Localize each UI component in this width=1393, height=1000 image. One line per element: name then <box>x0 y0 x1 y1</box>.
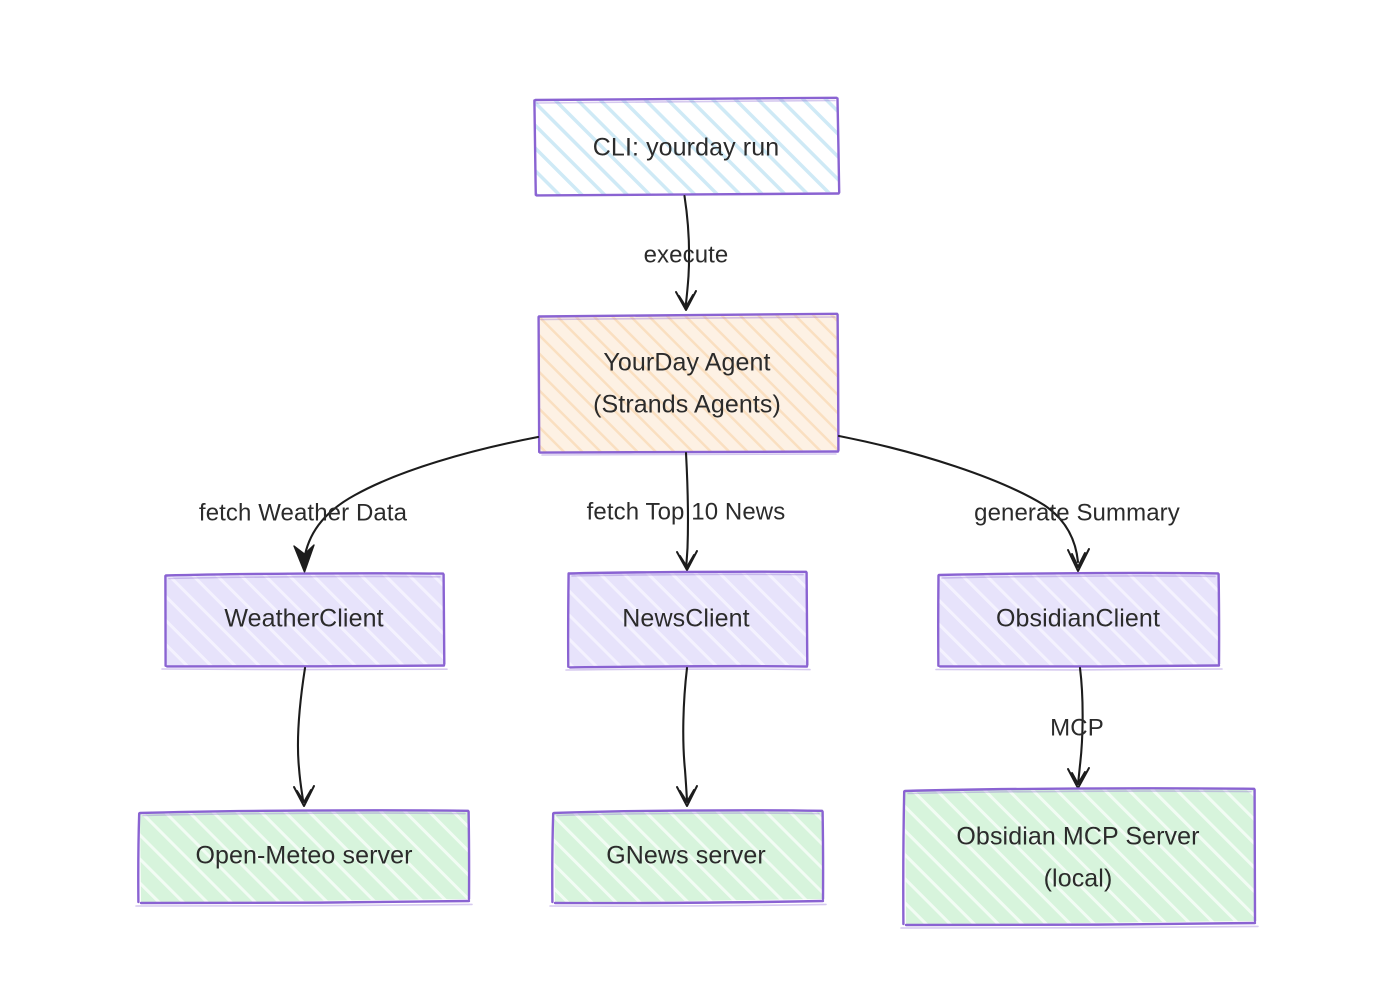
node-agent-border-top-ghost <box>540 316 836 321</box>
node-obsidian-client-border-bottom-ghost <box>935 668 1223 671</box>
node-obsidian-mcp-border-bottom <box>904 921 1257 927</box>
edge-cli-to-agent: execute <box>644 194 729 311</box>
node-news-client-border-bottom <box>568 664 809 669</box>
edge-label-execute: execute <box>644 241 729 268</box>
node-news-client-label: NewsClient <box>622 605 749 633</box>
edge-agent-to-obsidian-path <box>837 434 1080 564</box>
node-obsidian-client-label: ObsidianClient <box>996 605 1160 633</box>
node-weather-client-fill <box>166 573 444 667</box>
node-gnews-label: GNews server <box>606 842 766 870</box>
node-news-client-border-top-ghost <box>571 573 804 577</box>
node-cli-border-top-ghost <box>536 99 836 104</box>
node-gnews-server[interactable]: GNews server <box>549 809 827 907</box>
edge-cli-to-agent-path <box>683 194 691 307</box>
node-news-client-border-top <box>567 570 808 575</box>
node-weather-client-border-right <box>442 573 446 666</box>
node-open-meteo-border-bottom-ghost <box>135 903 473 907</box>
node-obsidian-mcp-label-line1: Obsidian MCP Server <box>956 823 1199 851</box>
edge-agent-to-obsidian-client: generate Summary <box>837 434 1180 572</box>
node-agent-border-left <box>537 315 541 454</box>
edge-news-to-gnews-path <box>682 666 689 802</box>
edge-label-fetch-top-10-news: fetch Top 10 News <box>587 498 786 525</box>
edge-obsidian-client-to-mcp-server: MCP <box>1050 666 1104 789</box>
node-weather-client-border-top <box>164 572 445 577</box>
edge-obsidian-to-mcp-arrow-2 <box>1071 771 1086 785</box>
edge-agent-to-weather-arrow <box>293 544 315 573</box>
edge-agent-to-weather-path <box>302 435 540 562</box>
node-open-meteo-border-top <box>138 809 470 815</box>
node-cli-label: CLI: yourday run <box>593 134 779 162</box>
node-obsidian-mcp-server[interactable]: Obsidian MCP Server (local) <box>900 787 1259 929</box>
node-cli-border-top <box>534 96 838 102</box>
edge-agent-to-obsidian-arrow-2 <box>1071 552 1086 568</box>
edge-label-mcp: MCP <box>1050 714 1104 741</box>
node-open-meteo-border-bottom <box>139 899 471 905</box>
edge-weather-client-to-open-meteo <box>293 666 315 807</box>
node-agent-border-top <box>537 312 839 318</box>
node-cli-fill <box>535 98 839 195</box>
edge-agent-to-obsidian-arrow <box>1067 548 1090 572</box>
edge-label-fetch-weather-data: fetch Weather Data <box>199 499 408 526</box>
node-obsidian-client-fill <box>939 573 1219 667</box>
edge-news-client-to-gnews <box>676 666 698 807</box>
node-agent[interactable]: YourDay Agent (Strands Agents) <box>537 312 840 456</box>
node-open-meteo-label: Open-Meteo server <box>195 842 412 870</box>
edge-cli-to-agent-arrow-2 <box>678 294 694 308</box>
node-obsidian-mcp-fill <box>905 788 1255 925</box>
node-cli-border-left <box>533 99 537 196</box>
node-agent-label-line1: YourDay Agent <box>603 349 770 377</box>
node-gnews-border-bottom-ghost <box>549 903 827 907</box>
node-open-meteo-border-top-ghost <box>142 812 466 817</box>
node-obsidian-mcp-label-line2: (local) <box>1044 865 1113 893</box>
edge-obsidian-to-mcp-path <box>1076 666 1084 786</box>
node-obsidian-mcp-border-top-ghost <box>907 790 1252 795</box>
node-gnews-border-top-ghost <box>556 812 820 817</box>
node-obsidian-client-border-top-ghost <box>941 575 1216 579</box>
node-weather-client[interactable]: WeatherClient <box>161 572 448 671</box>
edge-agent-to-news-client: fetch Top 10 News <box>587 451 786 571</box>
node-open-meteo-border-left <box>137 812 141 904</box>
node-agent-label-line2: (Strands Agents) <box>593 391 781 419</box>
node-obsidian-mcp-border-top <box>903 787 1256 793</box>
node-obsidian-client-border-bottom <box>938 664 1221 668</box>
node-cli-border-bottom <box>535 192 840 197</box>
edge-label-generate-summary: generate Summary <box>974 499 1180 526</box>
node-gnews-fill <box>554 810 823 903</box>
edge-news-to-gnews-arrow-2 <box>679 789 695 803</box>
node-open-meteo-fill <box>140 810 469 903</box>
edge-agent-to-news-arrow-2 <box>679 554 695 568</box>
node-cli-border-right <box>836 97 841 194</box>
node-gnews-border-left <box>551 812 555 904</box>
node-weather-client-border-bottom <box>165 664 446 668</box>
node-weather-client-border-bottom-ghost <box>161 668 448 671</box>
node-weather-client-label: WeatherClient <box>224 605 383 633</box>
node-agent-border-bottom-ghost <box>541 453 837 456</box>
node-obsidian-client[interactable]: ObsidianClient <box>935 571 1223 671</box>
node-gnews-border-top <box>552 809 824 815</box>
edge-weather-to-meteo-path <box>296 666 307 802</box>
node-news-client[interactable]: NewsClient <box>565 570 811 671</box>
edge-agent-to-weather-client: fetch Weather Data <box>199 435 540 573</box>
node-open-meteo-server[interactable]: Open-Meteo server <box>135 809 473 907</box>
node-cli[interactable]: CLI: yourday run <box>533 96 841 197</box>
node-obsidian-mcp-border-left <box>902 790 906 926</box>
node-weather-client-border-top-ghost <box>168 575 441 580</box>
node-agent-border-bottom <box>538 450 840 454</box>
node-gnews-border-bottom <box>553 899 825 905</box>
node-news-client-border-right <box>805 571 809 667</box>
node-agent-fill <box>539 314 838 453</box>
edge-agent-to-news-path <box>684 451 690 568</box>
node-news-client-border-bottom-ghost <box>565 668 811 671</box>
node-agent-border-right <box>836 313 840 452</box>
node-obsidian-client-border-top <box>937 571 1220 577</box>
node-news-client-fill <box>569 572 807 667</box>
node-obsidian-mcp-border-bottom-ghost <box>900 925 1259 929</box>
edge-weather-to-meteo-arrow-2 <box>296 789 312 803</box>
